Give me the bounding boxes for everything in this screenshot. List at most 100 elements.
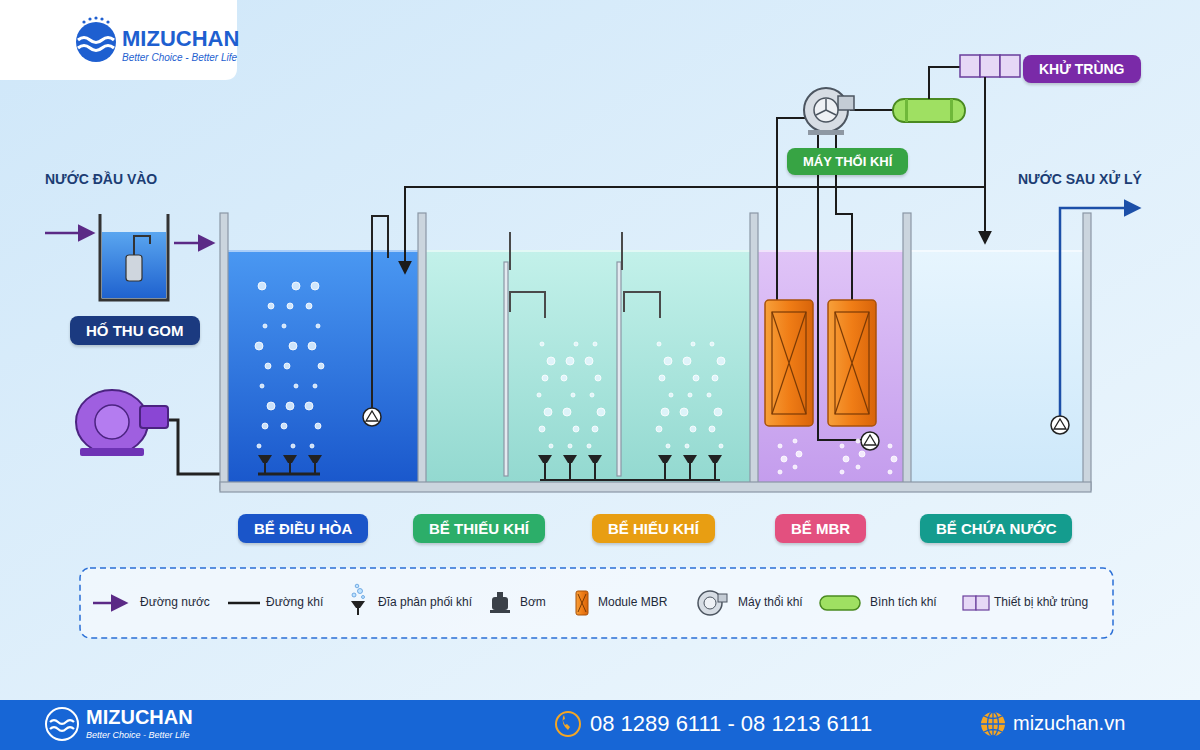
air-bubbles-part bbox=[263, 324, 267, 328]
disinfection-unit bbox=[960, 55, 1020, 242]
air-diffusers-part bbox=[664, 462, 666, 480]
label-pill: BỂ MBR bbox=[775, 514, 866, 543]
label-pill: BỂ ĐIỀU HÒA bbox=[238, 514, 368, 543]
air-bubbles-part bbox=[843, 456, 849, 462]
air-receiver-part bbox=[929, 67, 960, 99]
transfer-pipes-part bbox=[621, 232, 623, 270]
legend-text: Bơm bbox=[520, 595, 546, 609]
pill-text: BỂ THIẾU KHÍ bbox=[429, 520, 529, 537]
air-bubbles-part bbox=[712, 375, 718, 381]
legend-symbol-part bbox=[93, 602, 125, 605]
label-pill: BỂ HIẾU KHÍ bbox=[592, 514, 715, 543]
legend-symbol-part bbox=[357, 608, 359, 615]
footer-bar-part bbox=[556, 712, 580, 736]
mbr-module-part bbox=[835, 312, 869, 414]
legend-text: Module MBR bbox=[598, 595, 667, 609]
air-bubbles-part bbox=[566, 357, 574, 365]
air-bubbles-part bbox=[656, 426, 662, 432]
legend-symbol-part bbox=[492, 597, 508, 610]
legend-symbol-part bbox=[228, 602, 260, 605]
air-blower-part bbox=[850, 109, 893, 111]
air-bubbles-part bbox=[793, 439, 797, 443]
air-bubbles-part bbox=[593, 342, 597, 346]
label-pill: MÁY THỔI KHÍ bbox=[787, 148, 908, 175]
air-diffusers-part bbox=[588, 455, 602, 463]
legend-symbol-part bbox=[358, 589, 363, 594]
legend-item: Máy thổi khí bbox=[738, 595, 803, 609]
air-bubbles-part bbox=[260, 384, 264, 388]
disinfection-unit-part bbox=[960, 55, 980, 77]
flow-label: NƯỚC ĐẦU VÀO bbox=[45, 171, 157, 187]
main-blower-part bbox=[76, 390, 148, 454]
mbr-module-part bbox=[828, 300, 876, 426]
air-bubbles-part bbox=[311, 282, 319, 290]
air-receiver-part bbox=[893, 99, 965, 122]
air-bubbles-part bbox=[537, 393, 541, 397]
legend-symbol-part bbox=[497, 592, 503, 597]
air-bubbles-part bbox=[262, 423, 268, 429]
air-bubbles bbox=[255, 282, 897, 474]
legend-item: Thiết bị khử trùng bbox=[994, 595, 1088, 609]
mbr-module-part bbox=[861, 432, 879, 450]
air-bubbles-part bbox=[719, 444, 723, 448]
equalization-pump-part bbox=[363, 408, 381, 426]
air-bubbles-part bbox=[308, 342, 316, 350]
air-bubbles-part bbox=[778, 470, 782, 474]
legend-symbol bbox=[963, 596, 989, 610]
air-bubbles-part bbox=[796, 451, 802, 457]
mbr-module-part bbox=[772, 312, 806, 414]
air-bubbles-part bbox=[691, 342, 695, 346]
air-bubbles-part bbox=[542, 375, 548, 381]
air-bubbles-part bbox=[540, 342, 544, 346]
air-bubbles-part bbox=[294, 384, 298, 388]
label-text: NƯỚC ĐẦU VÀO bbox=[45, 171, 157, 187]
disinfection-unit-part bbox=[984, 77, 986, 242]
air-diffusers-part bbox=[563, 455, 577, 463]
transfer-pipes bbox=[510, 232, 660, 318]
air-bubbles-part bbox=[292, 282, 300, 290]
air-bubbles-part bbox=[265, 363, 271, 369]
legend-symbol-part bbox=[976, 596, 989, 610]
air-bubbles-part bbox=[282, 324, 286, 328]
air-diffusers-part bbox=[538, 455, 552, 463]
legend-icons bbox=[93, 584, 989, 615]
legend-text: Đĩa phân phối khí bbox=[378, 595, 472, 609]
phone-number: 08 1289 6111 - 08 1213 6111 bbox=[590, 711, 872, 737]
air-bubbles-part bbox=[840, 444, 844, 448]
pill-text: KHỬ TRÙNG bbox=[1039, 61, 1125, 77]
equalization-pump bbox=[363, 216, 388, 426]
air-bubbles-part bbox=[888, 470, 892, 474]
footer-bar-part bbox=[0, 700, 1200, 750]
footer-bar-part bbox=[50, 720, 74, 724]
air-diffusers-part bbox=[683, 455, 697, 463]
air-diffusers-part bbox=[289, 462, 291, 474]
collection-pit-part bbox=[174, 242, 212, 245]
air-bubbles-part bbox=[306, 303, 312, 309]
air-bubbles-part bbox=[891, 456, 897, 462]
air-bubbles-part bbox=[683, 357, 691, 365]
air-receiver-part bbox=[905, 99, 908, 122]
mbr-module-part bbox=[772, 312, 806, 414]
air-diffusers-part bbox=[308, 455, 322, 463]
outlet-pump-part bbox=[1060, 208, 1138, 416]
air-diffusers-part bbox=[264, 462, 266, 474]
footer-bar-part bbox=[988, 712, 999, 736]
disinfection-unit-part bbox=[980, 55, 1000, 77]
air-bubbles-part bbox=[710, 342, 714, 346]
legend-symbol-part bbox=[820, 596, 860, 610]
air-bubbles-part bbox=[680, 408, 688, 416]
legend-symbol-part bbox=[963, 596, 976, 610]
air-bubbles-part bbox=[318, 363, 324, 369]
air-bubbles-part bbox=[781, 456, 787, 462]
transfer-pipes-part bbox=[509, 232, 511, 270]
anoxic-aerobic-water bbox=[426, 250, 750, 482]
outlet-pump-part bbox=[1051, 416, 1069, 434]
air-bubbles-part bbox=[267, 402, 275, 410]
air-diffusers bbox=[258, 455, 722, 480]
footer-bar-part bbox=[46, 708, 78, 740]
mbr-module-part bbox=[835, 312, 869, 414]
air-bubbles-part bbox=[549, 444, 553, 448]
legend-symbol-part bbox=[351, 601, 365, 608]
air-bubbles-part bbox=[661, 408, 669, 416]
